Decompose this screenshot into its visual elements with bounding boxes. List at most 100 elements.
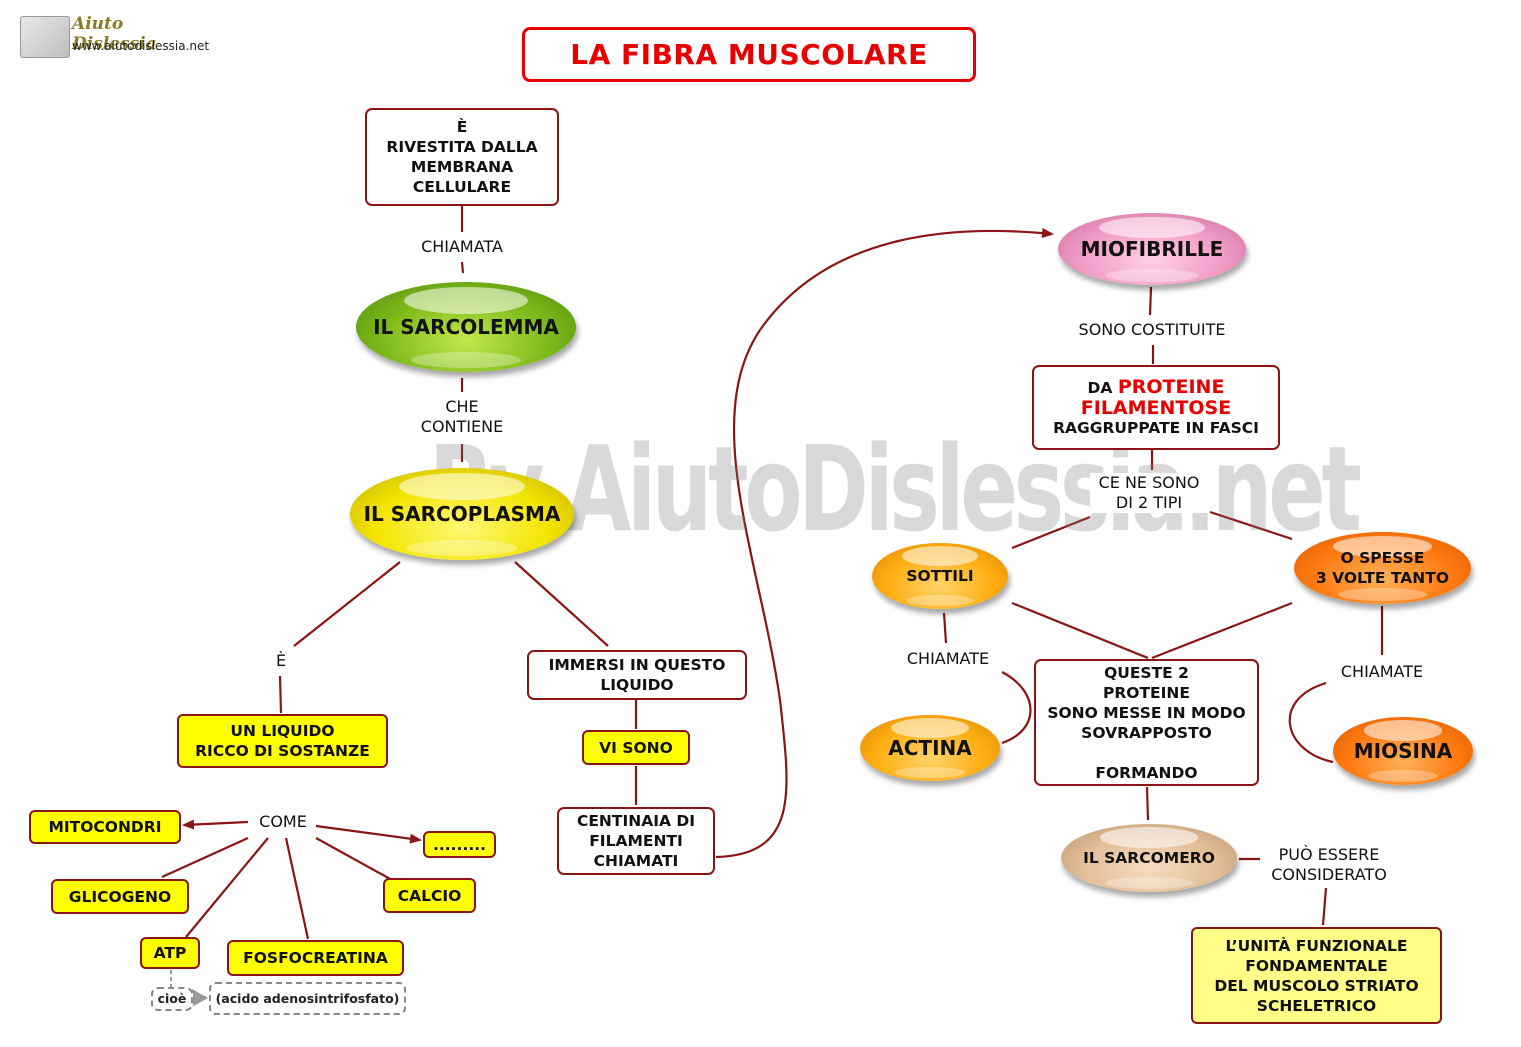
logo-url: www.aiutodislessia.net [72, 39, 210, 53]
label-come: COME [252, 812, 314, 832]
proteine-suffix: RAGGRUPPATE IN FASCI [1053, 419, 1259, 437]
link-come-dots [315, 824, 422, 844]
label-ce-ne-sono-2: DI 2 TIPI [1115, 493, 1183, 512]
label-contiene: CONTIENE [420, 417, 504, 436]
link-come-calcio [315, 837, 393, 881]
link-puo-unita [1321, 887, 1328, 926]
rivestita-line: CELLULARE [412, 178, 512, 196]
centinaia-line: CHIAMATI [593, 852, 679, 870]
link-sottili-queste [1011, 601, 1149, 660]
node-actina-text: ACTINA [888, 736, 972, 760]
link-sarcoplasma-e [293, 561, 401, 647]
calcio-box: CALCIO [383, 878, 476, 913]
dots-text: ......... [433, 835, 486, 854]
queste-line: QUESTE 2 [1104, 663, 1189, 682]
label-che-contiene: CHE CONTIENE [410, 397, 514, 437]
label-ce-ne-sono-1: CE NE SONO [1098, 473, 1200, 492]
link-chiamate-miosina [1288, 681, 1334, 764]
mitocondri-text: MITOCONDRI [48, 818, 162, 836]
visono-box: VI SONO [582, 730, 690, 765]
label-sono-costituite: SONO COSTITUITE [1066, 320, 1238, 340]
label-puo-essere-2: CONSIDERATO [1271, 865, 1387, 884]
liquido-line: UN LIQUIDO [230, 722, 335, 740]
node-spesse-line: 3 VOLTE TANTO [1315, 569, 1450, 587]
link-sarcoplasma-immersi [514, 561, 609, 647]
glicogeno-box: GLICOGENO [51, 879, 189, 914]
page-title-text: LA FIBRA MUSCOLARE [570, 37, 928, 71]
acido-box: (acido adenosintrifosfato) [209, 982, 406, 1015]
unita-line: SCHELETRICO [1256, 996, 1377, 1015]
fosfocreatina-text: FOSFOCREATINA [243, 949, 388, 967]
node-sarcomero: IL SARCOMERO [1061, 824, 1237, 892]
unita-line: FONDAMENTALE [1245, 956, 1388, 975]
node-sottili-text: SOTTILI [906, 567, 974, 585]
link-come-mitocondri [182, 819, 249, 830]
node-miosina: MIOSINA [1333, 717, 1473, 785]
label-puo-essere: PUÒ ESSERE CONSIDERATO [1262, 845, 1396, 885]
queste-line: PROTEINE [1103, 683, 1190, 702]
node-spesse: O SPESSE 3 VOLTE TANTO [1294, 532, 1471, 604]
label-chiamate-left: CHIAMATE [896, 649, 1000, 669]
link-sottili-chiamate [942, 612, 948, 644]
proteine-em2: FILAMENTOSE [1080, 397, 1232, 419]
centinaia-box: CENTINAIA DI FILAMENTI CHIAMATI [557, 807, 715, 875]
atp-box: ATP [140, 937, 200, 969]
link-queste-sarcomero [1145, 786, 1150, 821]
page-title: LA FIBRA MUSCOLARE [522, 27, 976, 82]
node-spesse-line: O SPESSE [1340, 549, 1425, 567]
unita-line: L’UNITÀ FUNZIONALE [1225, 936, 1408, 955]
link-come-atp [185, 837, 269, 938]
centinaia-line: CENTINAIA DI [576, 812, 696, 830]
link-miofibrille-sono [1148, 286, 1153, 316]
node-sarcolemma: IL SARCOLEMMA [356, 282, 576, 372]
book-icon [20, 16, 70, 58]
node-sottili: SOTTILI [872, 543, 1008, 609]
rivestita-line: È [456, 118, 468, 136]
immersi-line: LIQUIDO [600, 676, 674, 694]
label-chiamate-right: CHIAMATE [1330, 662, 1434, 682]
immersi-box: IMMERSI IN QUESTO LIQUIDO [527, 650, 747, 700]
link-come-fosfocreatina [284, 837, 310, 940]
label-ce-ne-sono: CE NE SONO DI 2 TIPI [1090, 473, 1208, 513]
proteine-line-1: DA PROTEINE [1088, 377, 1225, 398]
node-miofibrille-text: MIOFIBRILLE [1080, 237, 1224, 261]
cioe-box: cioè [151, 987, 193, 1011]
label-che: CHE [445, 397, 479, 416]
dots-box: ......... [423, 831, 496, 858]
rivestita-line: RIVESTITA DALLA [386, 138, 538, 156]
label-chiamata: CHIAMATA [405, 237, 519, 257]
queste-line: SOVRAPPOSTO [1081, 723, 1212, 742]
link-centinaia-miofibrille [715, 228, 1054, 859]
link-e-liquido [278, 675, 283, 714]
liquido-box: UN LIQUIDO RICCO DI SOSTANZE [177, 714, 388, 768]
visono-text: VI SONO [599, 738, 673, 757]
site-logo: Aiuto Dislessia www.aiutodislessia.net [18, 12, 210, 60]
proteine-em1: PROTEINE [1117, 376, 1225, 398]
node-spesse-text: O SPESSE 3 VOLTE TANTO [1316, 548, 1449, 588]
link-come-glicogeno [161, 836, 249, 879]
link-cene-spesse [1209, 510, 1293, 541]
queste-box: QUESTE 2 PROTEINE SONO MESSE IN MODO SOV… [1034, 659, 1259, 786]
node-sarcomero-text: IL SARCOMERO [1083, 849, 1215, 867]
atp-text: ATP [153, 944, 187, 962]
node-miosina-text: MIOSINA [1353, 739, 1453, 763]
link-chiamata-sarcolemma [460, 261, 465, 274]
queste-line: SONO MESSE IN MODO [1047, 703, 1246, 722]
logo-name: Aiuto Dislessia [72, 14, 157, 54]
arrow-icon [192, 989, 208, 1007]
label-e: È [266, 651, 296, 671]
link-spesse-queste [1151, 601, 1293, 660]
acido-text: (acido adenosintrifosfato) [215, 990, 400, 1006]
link-chiamate-actina [1001, 671, 1032, 745]
proteine-box: DA PROTEINE FILAMENTOSE RAGGRUPPATE IN F… [1032, 365, 1280, 450]
rivestita-box: È RIVESTITA DALLA MEMBRANA CELLULARE [365, 108, 559, 206]
rivestita-line: MEMBRANA [410, 158, 514, 176]
glicogeno-text: GLICOGENO [68, 887, 172, 906]
node-sarcoplasma-text: IL SARCOPLASMA [363, 502, 561, 526]
queste-line: FORMANDO [1095, 763, 1198, 782]
proteine-prefix: DA [1087, 379, 1113, 397]
immersi-line: IMMERSI IN QUESTO [548, 656, 726, 674]
cioe-text: cioè [157, 991, 187, 1006]
